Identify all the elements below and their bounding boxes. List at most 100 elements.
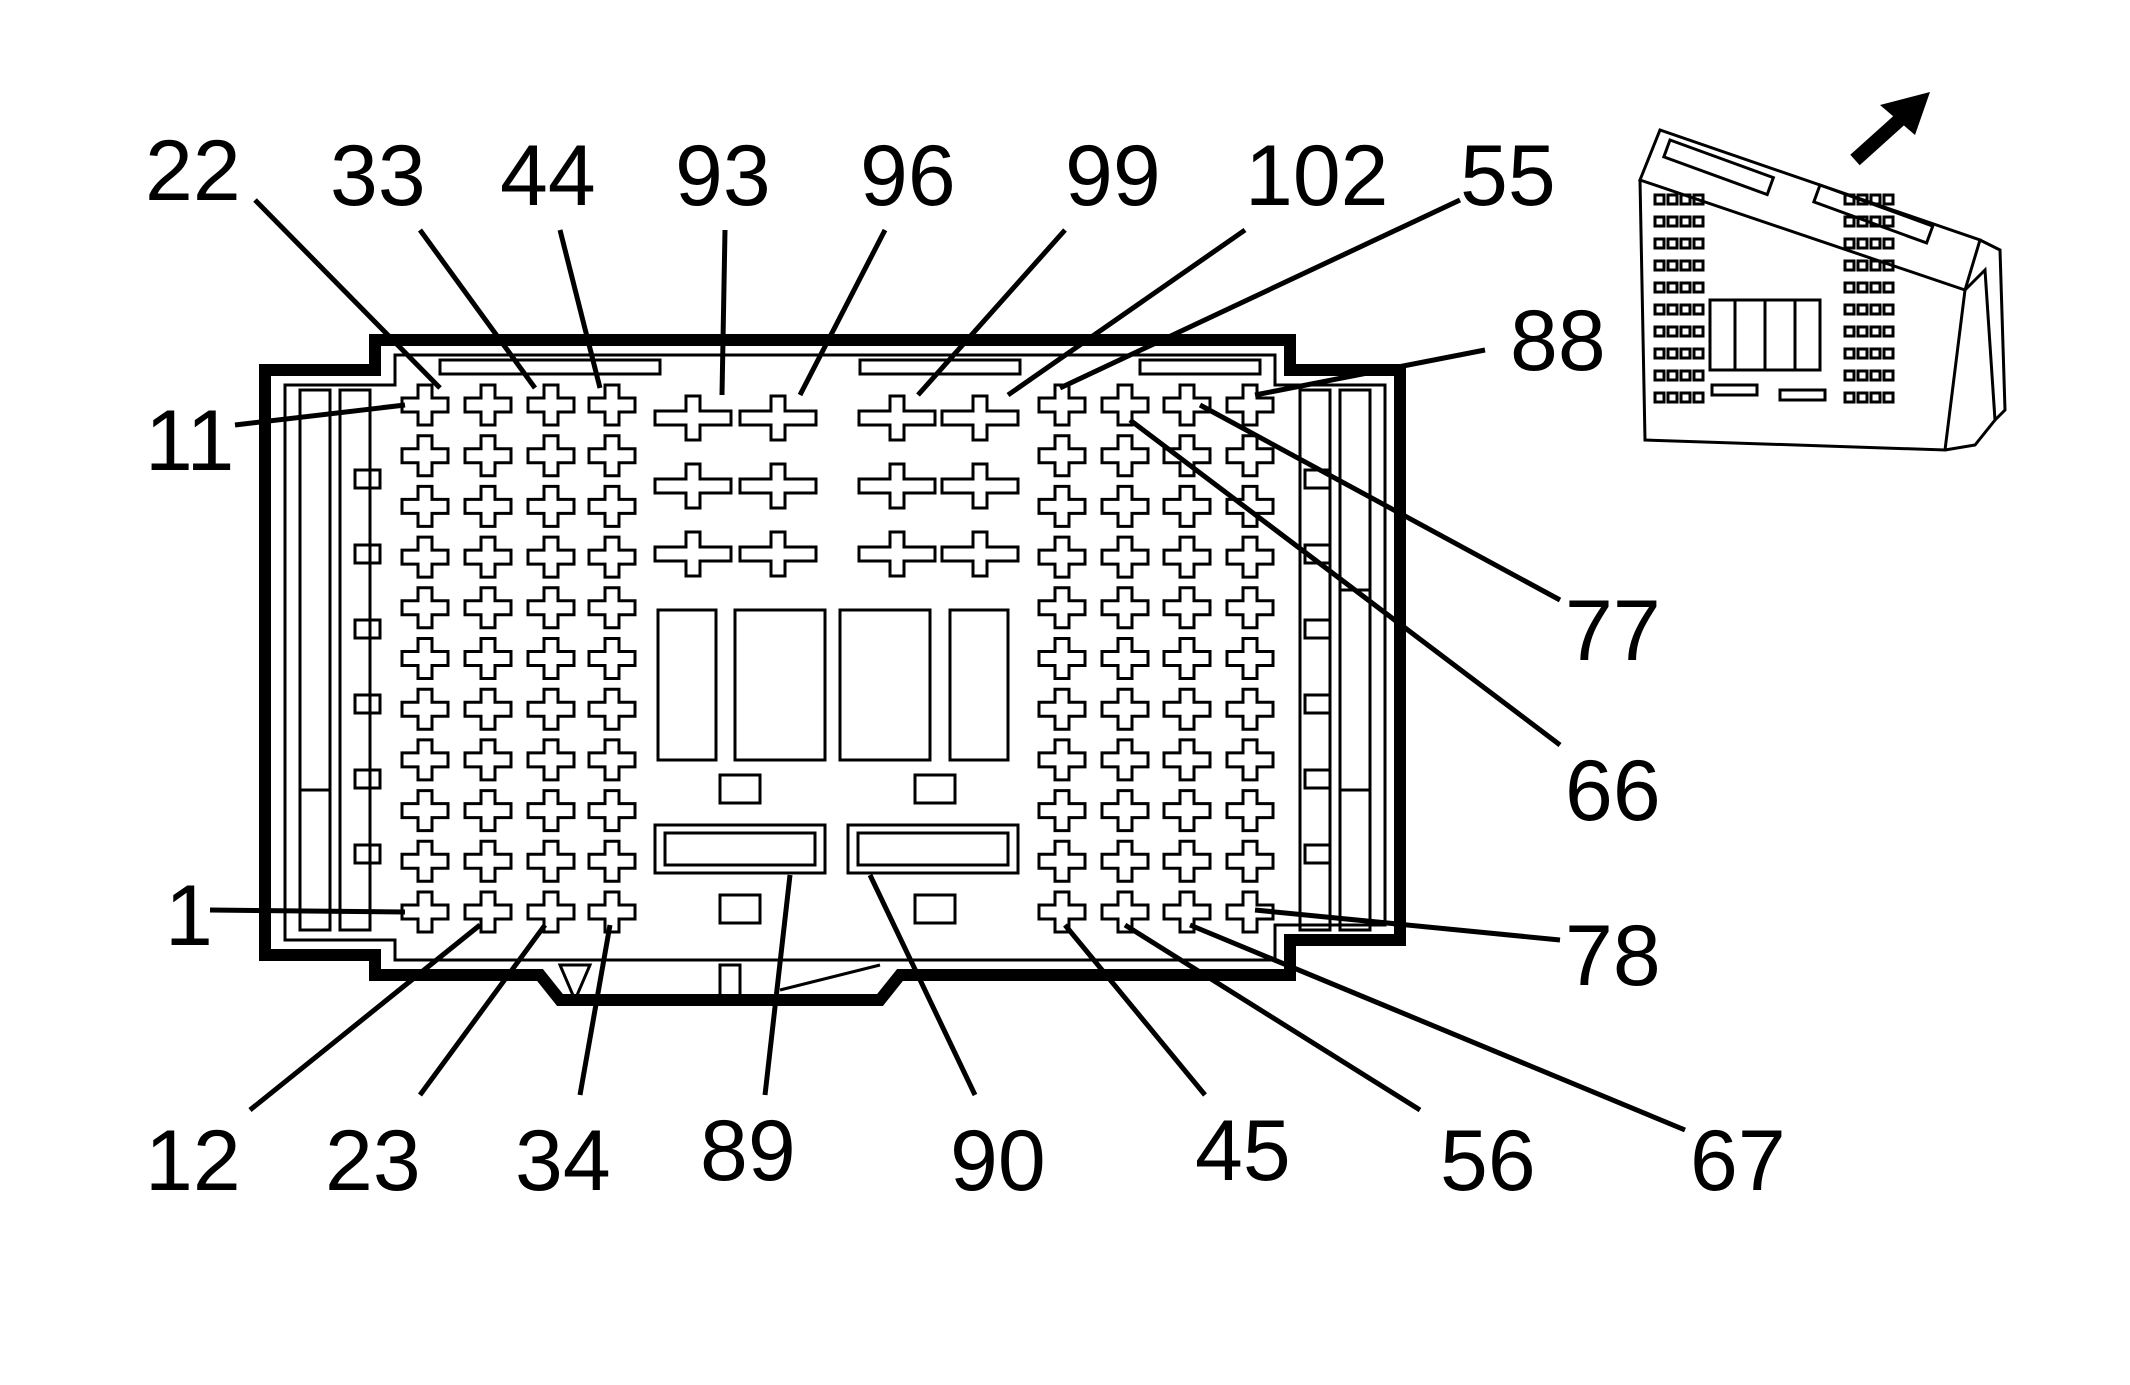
small-pin-cavity (526, 535, 576, 579)
small-pin-cavity (400, 586, 450, 630)
small-pin-cavity (526, 586, 576, 630)
thumb-right-pin (1843, 347, 1856, 360)
small-pin-cavity (400, 383, 450, 427)
label-102: 102 (1245, 128, 1389, 224)
thumb-left-pin (1692, 281, 1705, 294)
center-large-cavities (653, 608, 1020, 925)
small-pin-cavity (1225, 890, 1275, 934)
thumb-left-pin (1666, 303, 1679, 316)
small-pin-cavity (1225, 637, 1275, 680)
small-pin-cavity (526, 687, 576, 731)
small-pin-cavity (1100, 434, 1150, 478)
thumb-left-pin (1692, 237, 1705, 250)
right-side-tab (1303, 618, 1332, 640)
label-22: 22 (145, 123, 241, 219)
large-pin-cavity (653, 462, 733, 510)
thumb-right-pin (1843, 303, 1856, 316)
small-pin-cavity (1225, 383, 1275, 427)
small-pin-cavity (1037, 586, 1087, 630)
thumb-right-pin (1843, 193, 1856, 206)
thumb-left-pin (1692, 347, 1705, 360)
small-pin-cavity (463, 637, 513, 680)
large-pin-cavity (653, 530, 733, 578)
small-pin-cavity (1037, 535, 1087, 579)
thumb-left-pin (1679, 325, 1692, 338)
thumb-right-pin (1882, 281, 1895, 294)
small-pin-cavity (526, 789, 576, 833)
small-pin-cavity (1225, 434, 1275, 478)
thumb-left-pin (1692, 303, 1705, 316)
thumb-left-pin (1653, 325, 1666, 338)
thumb-left-pin (1653, 281, 1666, 294)
large-pin-cavity (857, 462, 937, 510)
label-67: 67 (1690, 1113, 1786, 1209)
thumb-left-pin (1666, 193, 1679, 206)
thumb-right-pin (1882, 259, 1895, 272)
pin-number-labels: 22 33 44 93 96 99 102 55 11 88 77 66 1 7… (145, 123, 1786, 1209)
thumb-right-pin (1869, 259, 1882, 272)
connector-3d-thumbnail (1638, 128, 2007, 452)
thumb-right-pin (1843, 281, 1856, 294)
thumb-left-pin (1653, 369, 1666, 382)
thumb-left-pin (1653, 259, 1666, 272)
thumb-left-pin (1653, 347, 1666, 360)
small-pin-cavity (1100, 535, 1150, 579)
thumb-right-pin (1869, 193, 1882, 206)
small-pin-cavity (526, 738, 576, 782)
thumb-left-pin (1679, 303, 1692, 316)
thumb-left-pin (1653, 391, 1666, 404)
thumb-left-pin (1679, 237, 1692, 250)
small-pin-cavity (463, 434, 513, 478)
thumb-right-pin (1869, 215, 1882, 228)
small-pin-cavity (463, 738, 513, 782)
pin-cavities (400, 383, 1275, 934)
small-pin-cavity (587, 687, 637, 731)
thumb-right-pin (1856, 281, 1869, 294)
small-pin-cavity (1225, 789, 1275, 833)
small-pin-cavity (1162, 434, 1212, 478)
small-pin-cavity (587, 434, 637, 478)
small-pin-cavity (1037, 434, 1087, 478)
arrow-up-right-icon (1850, 92, 1930, 166)
large-pin-cavity (940, 462, 1020, 510)
small-pin-cavity (400, 738, 450, 782)
small-pin-cavity (1037, 839, 1087, 883)
small-pin-cavity (1100, 738, 1150, 782)
small-pin-cavity (463, 890, 513, 934)
thumb-right-pin (1882, 215, 1895, 228)
thumb-left-pin (1692, 369, 1705, 382)
thumb-right-pin (1882, 325, 1895, 338)
small-pin-cavity (1225, 738, 1275, 782)
small-pin-cavity (1225, 484, 1275, 528)
thumb-right-pin (1882, 237, 1895, 250)
small-pin-cavity (587, 789, 637, 833)
thumb-left-pin (1679, 369, 1692, 382)
thumb-right-pin (1856, 303, 1869, 316)
thumb-right-pin (1882, 193, 1895, 206)
small-pin-cavity (400, 789, 450, 833)
thumb-left-pin (1679, 391, 1692, 404)
small-pin-cavity (1037, 738, 1087, 782)
small-pin-cavity (463, 383, 513, 427)
small-pin-cavity (1225, 535, 1275, 579)
connector-housing (259, 334, 1406, 1006)
small-pin-cavity (463, 535, 513, 579)
label-34: 34 (515, 1113, 611, 1209)
label-90: 90 (950, 1113, 1046, 1209)
thumb-left-pin (1692, 215, 1705, 228)
thumb-right-pin (1882, 303, 1895, 316)
thumb-right-pin (1856, 215, 1869, 228)
large-pin-cavity (738, 530, 818, 578)
thumb-right-pin (1843, 369, 1856, 382)
thumb-right-pin (1856, 347, 1869, 360)
small-pin-cavity (526, 434, 576, 478)
thumb-right-pin (1882, 391, 1895, 404)
thumb-right-pin (1882, 369, 1895, 382)
large-pin-cavity (653, 394, 733, 442)
large-pin-cavity (738, 394, 818, 442)
left-side-tab (353, 768, 382, 790)
large-pin-cavity (738, 462, 818, 510)
small-pin-cavity (587, 738, 637, 782)
label-12: 12 (145, 1113, 241, 1209)
